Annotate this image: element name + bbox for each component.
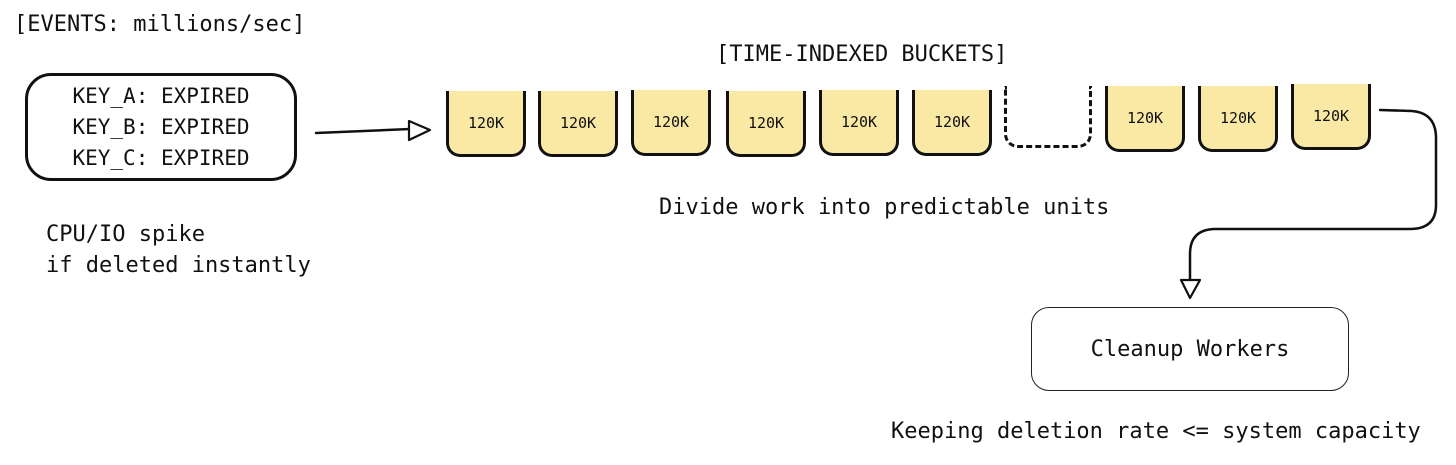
bucket: 120K (912, 90, 992, 156)
cleanup-workers-label: Cleanup Workers (1090, 336, 1290, 362)
buckets-to-workers-arrowhead (1179, 278, 1202, 300)
events-to-buckets-arrowhead (407, 119, 432, 142)
expired-key-line: KEY_B: EXPIRED (72, 114, 250, 139)
bucket: 120K (1291, 84, 1371, 150)
bucket: 120K (1105, 86, 1185, 152)
bucket: 120K (726, 91, 806, 157)
bucket: 120K (446, 91, 526, 157)
spike-note-line: CPU/IO spike (46, 222, 205, 247)
buckets-label: [TIME-INDEXED BUCKETS] (716, 42, 1008, 67)
bucket: 120K (1198, 86, 1278, 152)
events-label: [EVENTS: millions/sec] (14, 12, 306, 37)
buckets-to-workers-arrow (1188, 108, 1438, 284)
expired-key-line: KEY_A: EXPIRED (72, 83, 250, 108)
cleanup-workers-box: Cleanup Workers (1031, 307, 1349, 391)
bucket: 120K (631, 90, 711, 156)
expired-keys-box: KEY_A: EXPIRED KEY_B: EXPIRED KEY_C: EXP… (25, 73, 297, 181)
bucket: 120K (819, 90, 899, 156)
divide-label: Divide work into predictable units (659, 195, 1110, 220)
spike-note-line: if deleted instantly (46, 253, 311, 278)
expired-key-line: KEY_C: EXPIRED (72, 145, 250, 170)
events-to-buckets-arrow (314, 127, 412, 135)
empty-bucket (1004, 86, 1092, 148)
keeping-label: Keeping deletion rate <= system capacity (891, 419, 1421, 444)
bucket: 120K (538, 91, 618, 157)
